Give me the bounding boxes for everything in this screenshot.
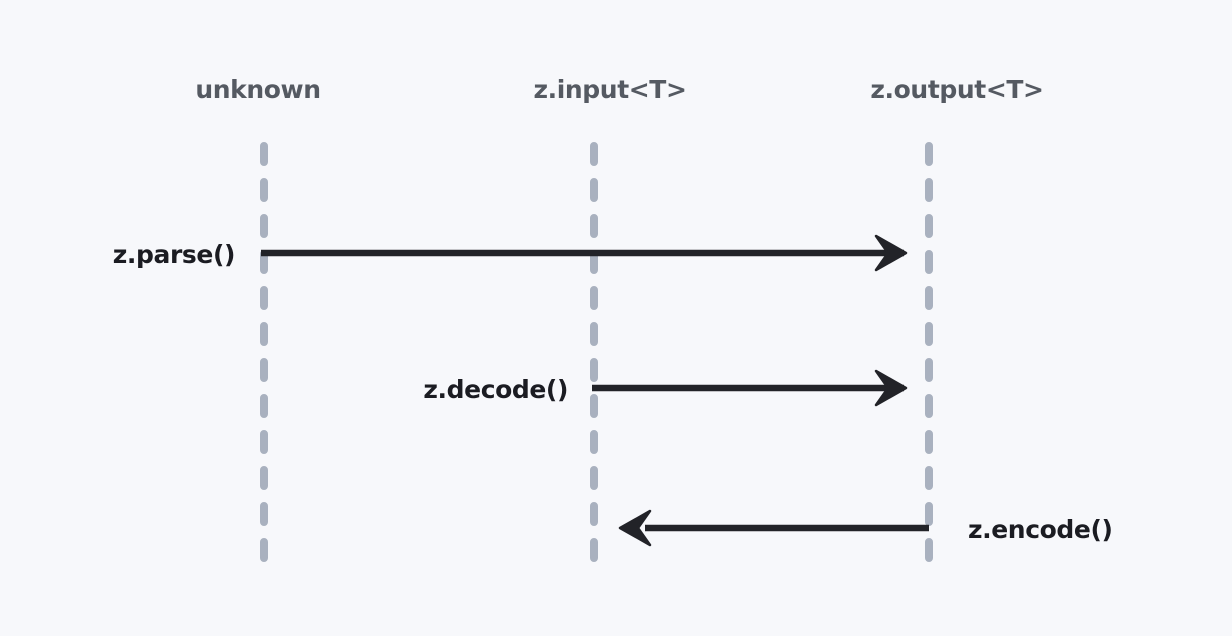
arrowhead-left-icon: [618, 509, 652, 547]
message-label-encode: z.encode(): [968, 515, 1113, 544]
message-encode: z.encode(): [618, 509, 1113, 547]
message-label-decode: z.decode(): [423, 375, 568, 404]
participant-label-z-output: z.output<T>: [870, 75, 1043, 104]
participant-label-unknown: unknown: [195, 75, 320, 104]
arrowhead-right-icon: [874, 234, 908, 272]
message-label-parse: z.parse(): [113, 240, 235, 269]
message-parse: z.parse(): [113, 234, 908, 272]
arrowhead-right-icon: [874, 369, 908, 407]
message-decode: z.decode(): [423, 369, 908, 407]
participant-label-z-input: z.input<T>: [533, 75, 686, 104]
